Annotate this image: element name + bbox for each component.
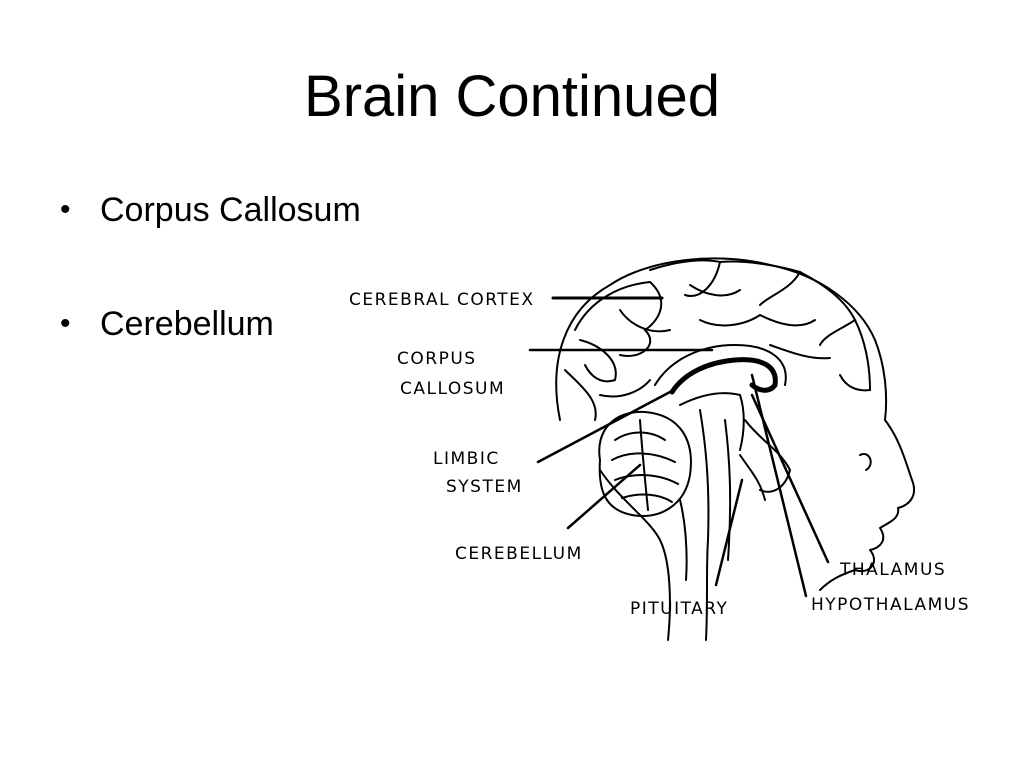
bullet-dot-icon: •: [60, 193, 71, 226]
label-callosum: CALLOSUM: [400, 379, 505, 399]
bullet-text: Cerebellum: [100, 305, 274, 343]
label-cerebellum: CEREBELLUM: [455, 544, 583, 564]
label-system: SYSTEM: [446, 477, 523, 497]
label-thalamus: THALAMUS: [839, 560, 946, 580]
label-hypothalamus: HYPOTHALAMUS: [811, 595, 970, 615]
label-limbic: LIMBIC: [433, 449, 500, 469]
head-outline: [555, 257, 916, 641]
label-corpus: CORPUS: [397, 349, 477, 369]
inner-structures: [598, 343, 792, 641]
bullet-item-cerebellum: • Cerebellum: [60, 302, 361, 346]
label-cerebral-cortex: CEREBRAL CORTEX: [349, 290, 535, 310]
bullet-text: Corpus Callosum: [100, 191, 361, 229]
bullet-item-corpus-callosum: • Corpus Callosum: [60, 188, 361, 232]
slide-title: Brain Continued: [304, 64, 720, 129]
cerebral-cortex-folds: [564, 259, 872, 421]
label-pituitary: PITUITARY: [630, 599, 728, 619]
pointer-lines: [528, 296, 830, 598]
diagram-labels: CEREBRAL CORTEX CORPUS CALLOSUM LIMBIC S…: [349, 290, 970, 619]
bullet-dot-icon: •: [60, 307, 71, 340]
bullet-list: • Corpus Callosum • Cerebellum: [60, 188, 361, 416]
